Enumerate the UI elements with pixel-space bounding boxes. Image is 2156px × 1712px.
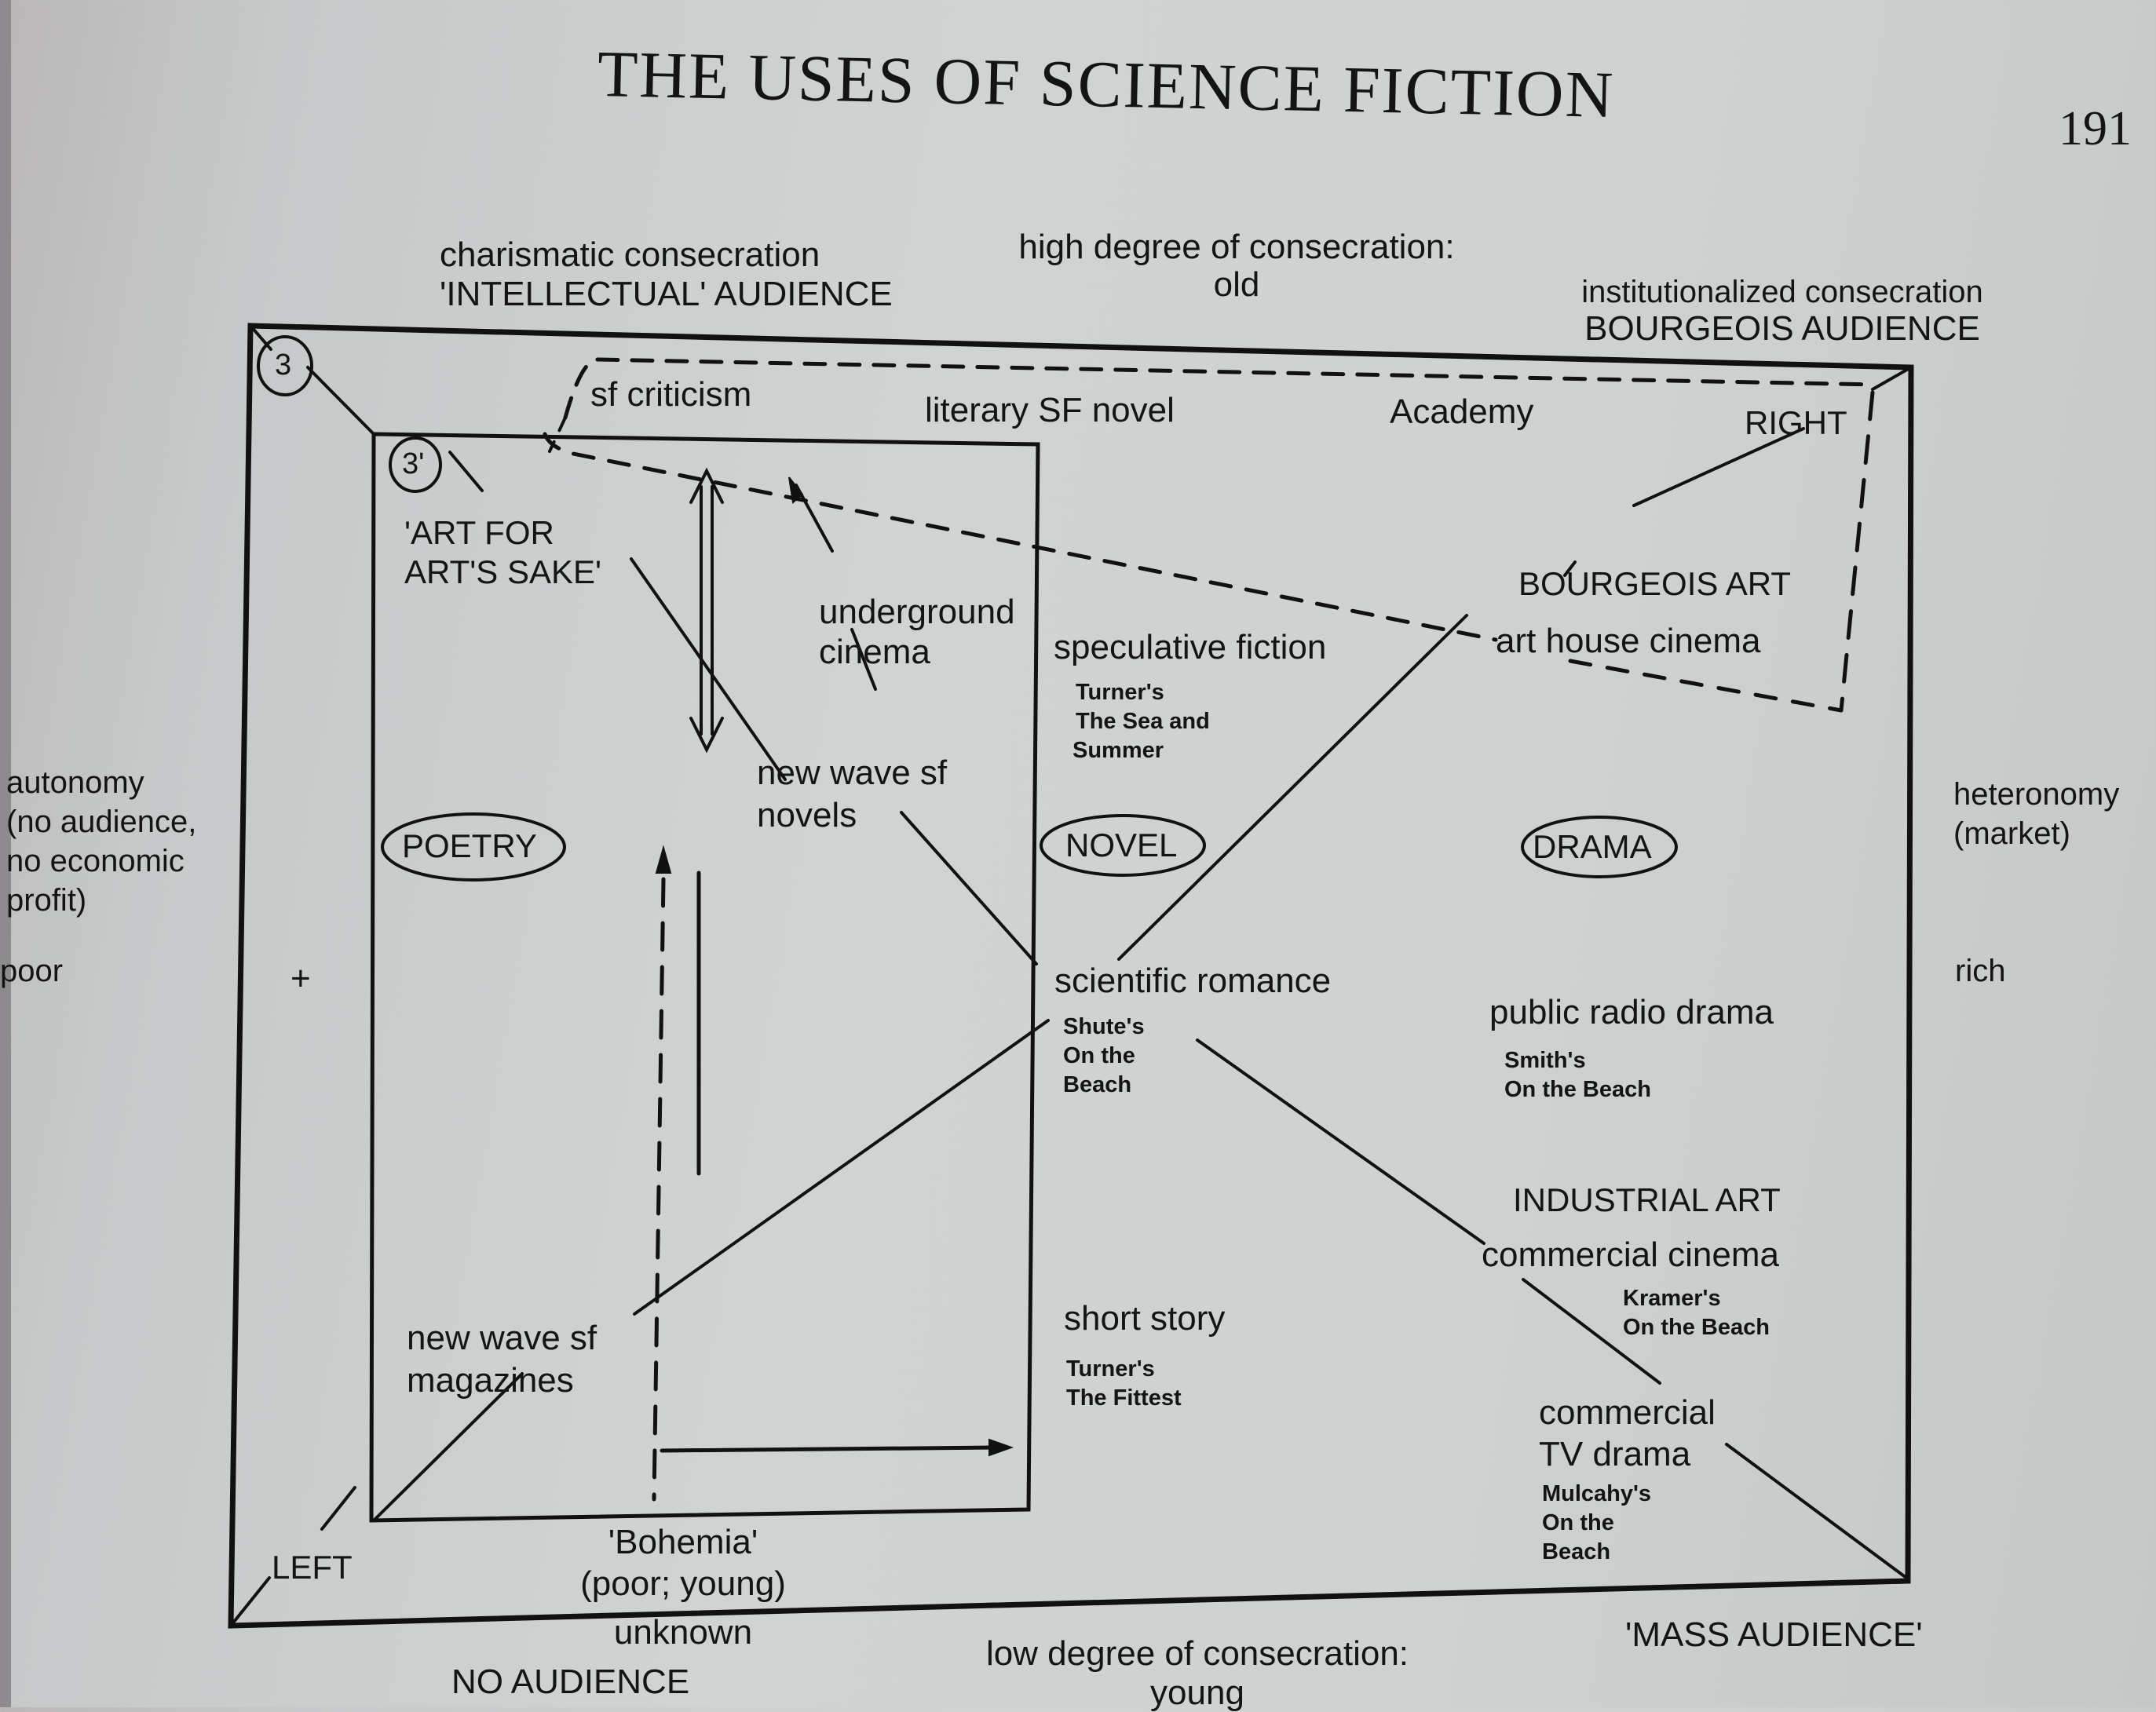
marker-circle-3 [257, 335, 313, 396]
turner-fittest-line1: Turner's [1066, 1356, 1155, 1382]
art-for-arts-sake-line2: ART'S SAKE' [404, 553, 602, 590]
intellectual-audience-label: 'INTELLECTUAL' AUDIENCE [440, 275, 893, 313]
market-label: (market) [1953, 816, 2070, 851]
marker-circle-3-prime [389, 436, 442, 493]
high-consecration-label: high degree of consecration: [1018, 228, 1455, 266]
marker-3: 3 [275, 349, 292, 381]
kramer-beach-line1: Kramer's [1623, 1286, 1721, 1311]
genre-oval-drama [1521, 816, 1678, 878]
art-for-arts-sake-line1: 'ART FOR [404, 514, 554, 551]
turner-sea-summer-line1: Turner's [1076, 680, 1164, 705]
bourgeois-audience-label: BOURGEOIS AUDIENCE [1584, 309, 1980, 348]
inner-field-rect [369, 432, 1040, 1523]
bourgeois-art-label: BOURGEOIS ART [1518, 565, 1791, 602]
turner-sea-summer-line2: The Sea and [1076, 709, 1210, 734]
bohemia-note: (poor; young) [580, 1564, 786, 1603]
unknown-label: unknown [613, 1613, 753, 1652]
smith-beach-line1: Smith's [1504, 1048, 1586, 1073]
smith-beach-line2: On the Beach [1504, 1077, 1651, 1102]
bohemia-label: 'Bohemia' [608, 1523, 758, 1561]
mulcahy-beach-line1: Mulcahy's [1542, 1481, 1652, 1506]
sf-criticism-label: sf criticism [590, 375, 752, 414]
mulcahy-beach-line2: On the [1542, 1510, 1614, 1535]
commercial-cinema-label: commercial cinema [1482, 1236, 1779, 1274]
commercial-tv-drama-line2: TV drama [1539, 1435, 1691, 1473]
genre-novel: NOVEL [1065, 827, 1178, 863]
underground-cinema-line2: cinema [819, 633, 930, 671]
mulcahy-beach-line3: Beach [1542, 1539, 1611, 1564]
speculative-fiction-label: speculative fiction [1054, 628, 1327, 666]
poor-label: poor [0, 954, 64, 988]
kramer-beach-line2: On the Beach [1623, 1315, 1770, 1340]
rich-label: rich [1955, 954, 2006, 988]
turner-fittest-line2: The Fittest [1066, 1385, 1182, 1411]
dashed-subfield-boundary [563, 357, 1877, 420]
new-wave-sf-novels-line1: new wave sf [757, 754, 948, 792]
marker-3-prime: 3' [402, 447, 425, 480]
new-wave-sf-magazines-line2: magazines [407, 1361, 574, 1400]
page-edge-shadow [0, 0, 11, 1707]
autonomy-note-3: profit) [6, 883, 87, 918]
academy-label: Academy [1390, 392, 1534, 431]
new-wave-sf-magazines-line1: new wave sf [407, 1319, 597, 1357]
public-radio-drama-label: public radio drama [1489, 993, 1774, 1031]
right-corner-label: RIGHT [1745, 404, 1847, 441]
industrial-art-label: INDUSTRIAL ART [1513, 1181, 1781, 1218]
charismatic-consecration-label: charismatic consecration [440, 235, 820, 274]
shute-beach-line1: Shute's [1063, 1014, 1145, 1039]
art-house-cinema-label: art house cinema [1496, 622, 1761, 660]
short-story-label: short story [1064, 1299, 1226, 1338]
genre-oval-novel [1040, 814, 1206, 877]
institutionalized-consecration-label: institutionalized consecration [1581, 275, 1983, 309]
autonomy-note-2: no economic [6, 844, 185, 878]
left-corner-label: LEFT [272, 1549, 353, 1586]
low-consecration-label: low degree of consecration: [985, 1634, 1409, 1673]
no-audience-label: NO AUDIENCE [451, 1663, 690, 1701]
genre-poetry: POETRY [402, 827, 537, 864]
commercial-tv-drama-line1: commercial [1539, 1393, 1716, 1432]
double-arrow [689, 467, 724, 754]
old-label: old [1213, 265, 1260, 304]
autonomy-label: autonomy [6, 765, 144, 800]
new-wave-sf-novels-line2: novels [757, 796, 857, 834]
underground-cinema-line1: underground [819, 593, 1015, 631]
heteronomy-label: heteronomy [1953, 777, 2120, 812]
genre-drama: DRAMA [1533, 828, 1652, 865]
page-number: 191 [2059, 102, 2132, 155]
young-label: young [1150, 1674, 1244, 1712]
turner-sea-summer-line3: Summer [1073, 738, 1164, 763]
mass-audience-label: 'MASS AUDIENCE' [1625, 1615, 1923, 1654]
genre-oval-poetry [381, 812, 566, 882]
plus-marker: + [291, 959, 311, 998]
outer-field-rect [228, 323, 1914, 1629]
shute-beach-line2: On the [1063, 1043, 1135, 1068]
literary-sf-novel-label: literary SF novel [925, 391, 1175, 429]
shute-beach-line3: Beach [1063, 1072, 1132, 1097]
autonomy-note-1: (no audience, [6, 805, 197, 839]
scientific-romance-label: scientific romance [1054, 962, 1332, 1000]
